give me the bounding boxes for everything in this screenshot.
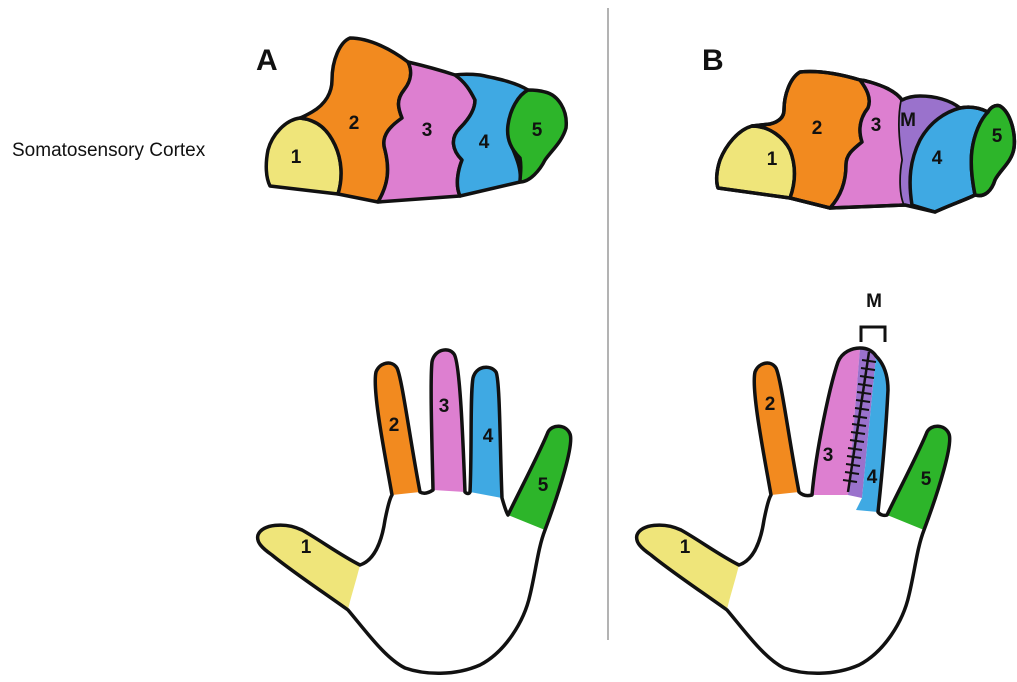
panel-a-label: A [256,44,278,77]
hand-a-label-2: 2 [389,415,400,436]
cortex-a-label-3: 3 [422,120,433,141]
hand-a-finger-3-fill [431,350,465,492]
panel-a: A Somatosensory Cortex 1 2 3 4 5 1 2 3 [12,38,571,673]
panel-b-label: B [702,44,724,77]
cortex-b-label-m: M [900,110,916,131]
panel-b: B 1 2 3 M 4 5 M [637,44,1015,673]
cortex-map-a [266,38,566,202]
hand-b [637,348,950,673]
merge-bracket [861,327,885,342]
cortex-b-label-1: 1 [767,149,778,170]
hand-b-label-4: 4 [867,467,878,488]
hand-a [258,350,571,673]
cortex-a-label-1: 1 [291,147,302,168]
cortex-caption: Somatosensory Cortex [12,140,206,161]
cortex-a-label-2: 2 [349,113,360,134]
cortex-b-label-3: 3 [871,115,882,136]
merge-label: M [866,291,882,312]
hand-b-label-1: 1 [680,537,691,558]
hand-b-label-3: 3 [823,445,834,466]
cortex-a-label-4: 4 [479,132,490,153]
cortex-a-label-5: 5 [532,120,543,141]
hand-b-label-5: 5 [921,469,932,490]
hand-a-label-4: 4 [483,426,494,447]
cortex-b-label-2: 2 [812,118,823,139]
hand-a-label-3: 3 [439,396,450,417]
hand-b-label-2: 2 [765,394,776,415]
cortex-b-label-5: 5 [992,126,1003,147]
hand-a-label-1: 1 [301,537,312,558]
cortex-b-label-4: 4 [932,148,943,169]
hand-a-label-5: 5 [538,475,549,496]
cortex-map-b [717,71,1015,212]
